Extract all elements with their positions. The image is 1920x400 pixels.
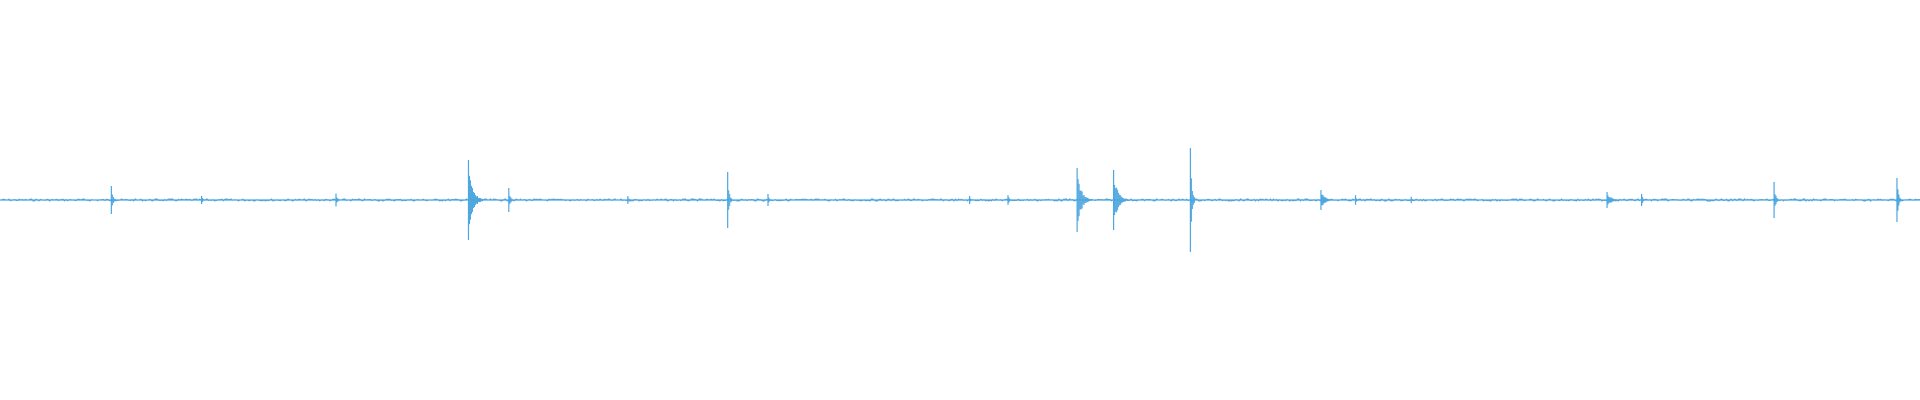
waveform-peak	[1076, 168, 1092, 232]
waveform-peak	[1640, 194, 1647, 206]
waveform-peak	[467, 160, 483, 240]
waveform-peak	[1320, 190, 1336, 210]
waveform-peak	[767, 194, 773, 206]
waveform-peak	[1189, 148, 1195, 252]
waveform-peak	[1773, 182, 1779, 218]
waveform-peak	[1007, 195, 1013, 205]
waveform-peak	[627, 196, 633, 204]
waveform-peak	[1410, 196, 1416, 204]
waveform-peak	[968, 196, 975, 204]
waveform-peak	[1606, 192, 1622, 208]
waveform-peak	[110, 186, 116, 214]
waveform-peak	[335, 193, 341, 207]
waveform-peaks	[110, 148, 1902, 252]
waveform-noise	[0, 198, 1920, 202]
waveform-peak	[1354, 195, 1361, 205]
waveform-peak	[201, 196, 207, 204]
waveform-peak	[727, 172, 733, 228]
waveform-peak	[1112, 170, 1129, 230]
waveform-peak	[1896, 178, 1902, 222]
waveform-peak	[508, 188, 514, 212]
